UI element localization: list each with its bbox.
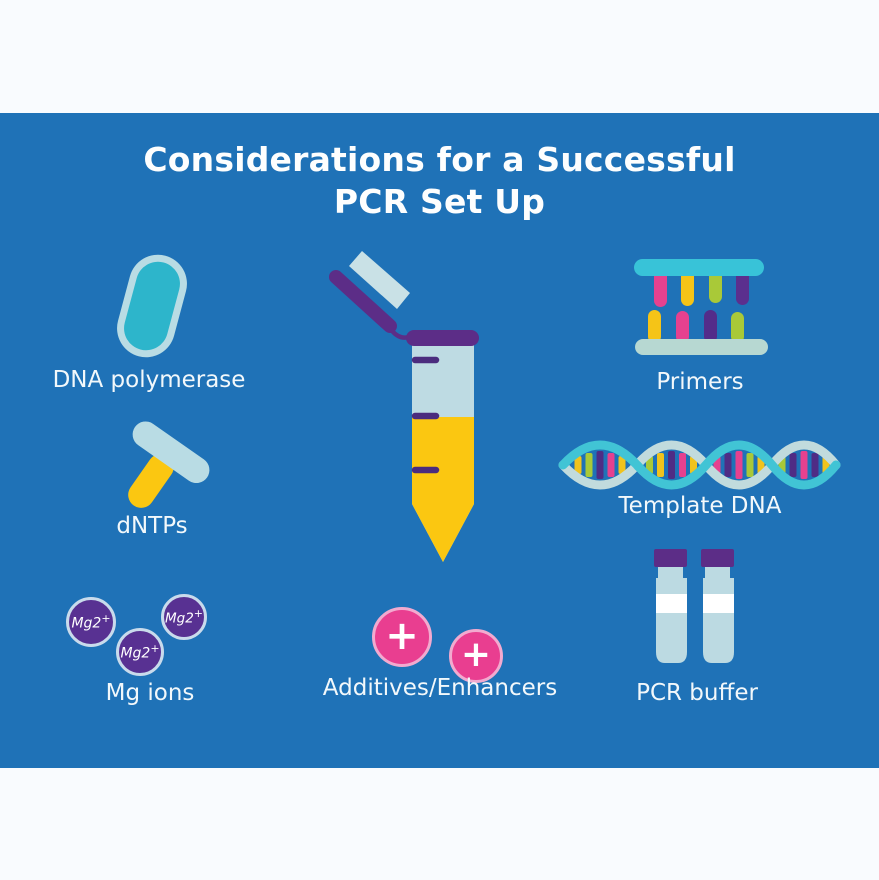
mg-ion-text: Mg2+: [164, 607, 204, 627]
mg-ion-circle-right: Mg2+: [161, 594, 207, 640]
mg-ions-label: Mg ions: [105, 680, 195, 706]
template-dna-label: Template DNA: [618, 493, 782, 519]
mg-ion-circle-middle: Mg2+: [116, 628, 164, 676]
primers-label: Primers: [656, 369, 744, 395]
dntps-label: dNTPs: [116, 513, 188, 539]
plus-icon: +: [460, 634, 492, 675]
pcr-buffer-label: PCR buffer: [636, 680, 758, 706]
dna-polymerase-label: DNA polymerase: [52, 367, 246, 393]
mg-ion-text: Mg2+: [120, 642, 160, 662]
title-line-2: PCR Set Up: [333, 182, 546, 221]
mg-ion-text: Mg2+: [71, 612, 111, 632]
title-line-1: Considerations for a Successful: [143, 140, 736, 179]
page-title: Considerations for a Successful PCR Set …: [0, 139, 879, 223]
additives-label: Additives/Enhancers: [322, 675, 558, 701]
mg-ion-circle-left: Mg2+: [66, 597, 116, 647]
additive-plus-circle-right: +: [449, 629, 503, 683]
additive-plus-circle-left: +: [372, 607, 432, 667]
plus-icon: +: [385, 612, 419, 659]
